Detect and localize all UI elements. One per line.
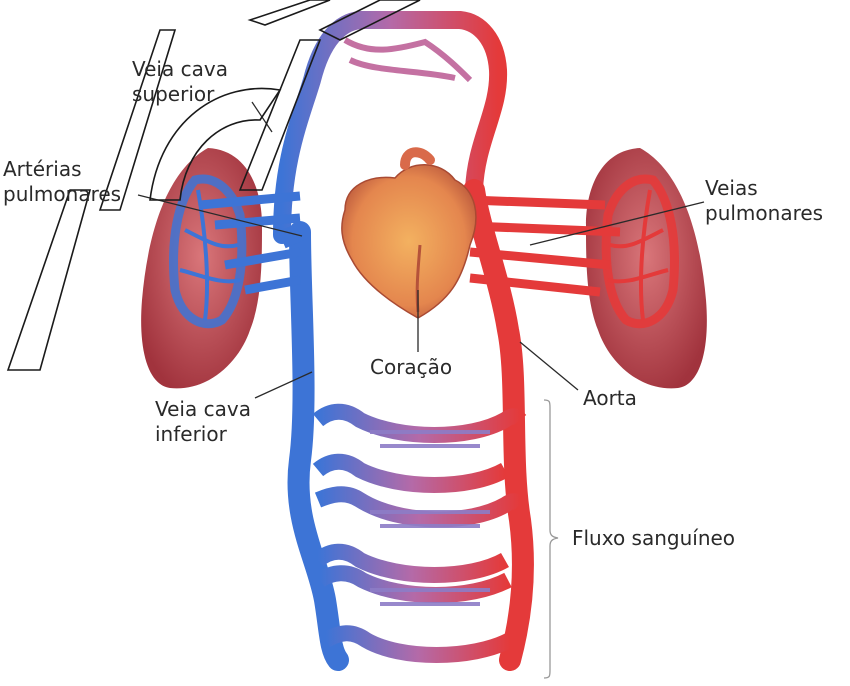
label-aorta: Aorta (583, 386, 637, 411)
heart-illustration (342, 152, 476, 318)
label-line: pulmonares (705, 201, 823, 226)
label-line: Veia cava (132, 57, 228, 82)
label-veia-cava-superior: Veia cava superior (132, 57, 228, 107)
label-veias-pulmonares: Veias pulmonares (705, 176, 823, 226)
body-capillary-loops (318, 412, 520, 655)
label-line: Artérias (3, 157, 121, 182)
label-line: Veia cava (155, 397, 251, 422)
label-arterias-pulmonares: Artérias pulmonares (3, 157, 121, 207)
label-coracao: Coração (370, 355, 452, 380)
label-line: pulmonares (3, 182, 121, 207)
label-veia-cava-inferior: Veia cava inferior (155, 397, 251, 447)
label-line: Fluxo sanguíneo (572, 526, 735, 551)
flow-bracket (544, 400, 558, 678)
label-line: superior (132, 82, 228, 107)
label-line: Aorta (583, 386, 637, 411)
label-line: Coração (370, 355, 452, 380)
label-line: Veias (705, 176, 823, 201)
label-fluxo-sanguineo: Fluxo sanguíneo (572, 526, 735, 551)
left-lung (141, 148, 262, 388)
label-line: inferior (155, 422, 251, 447)
